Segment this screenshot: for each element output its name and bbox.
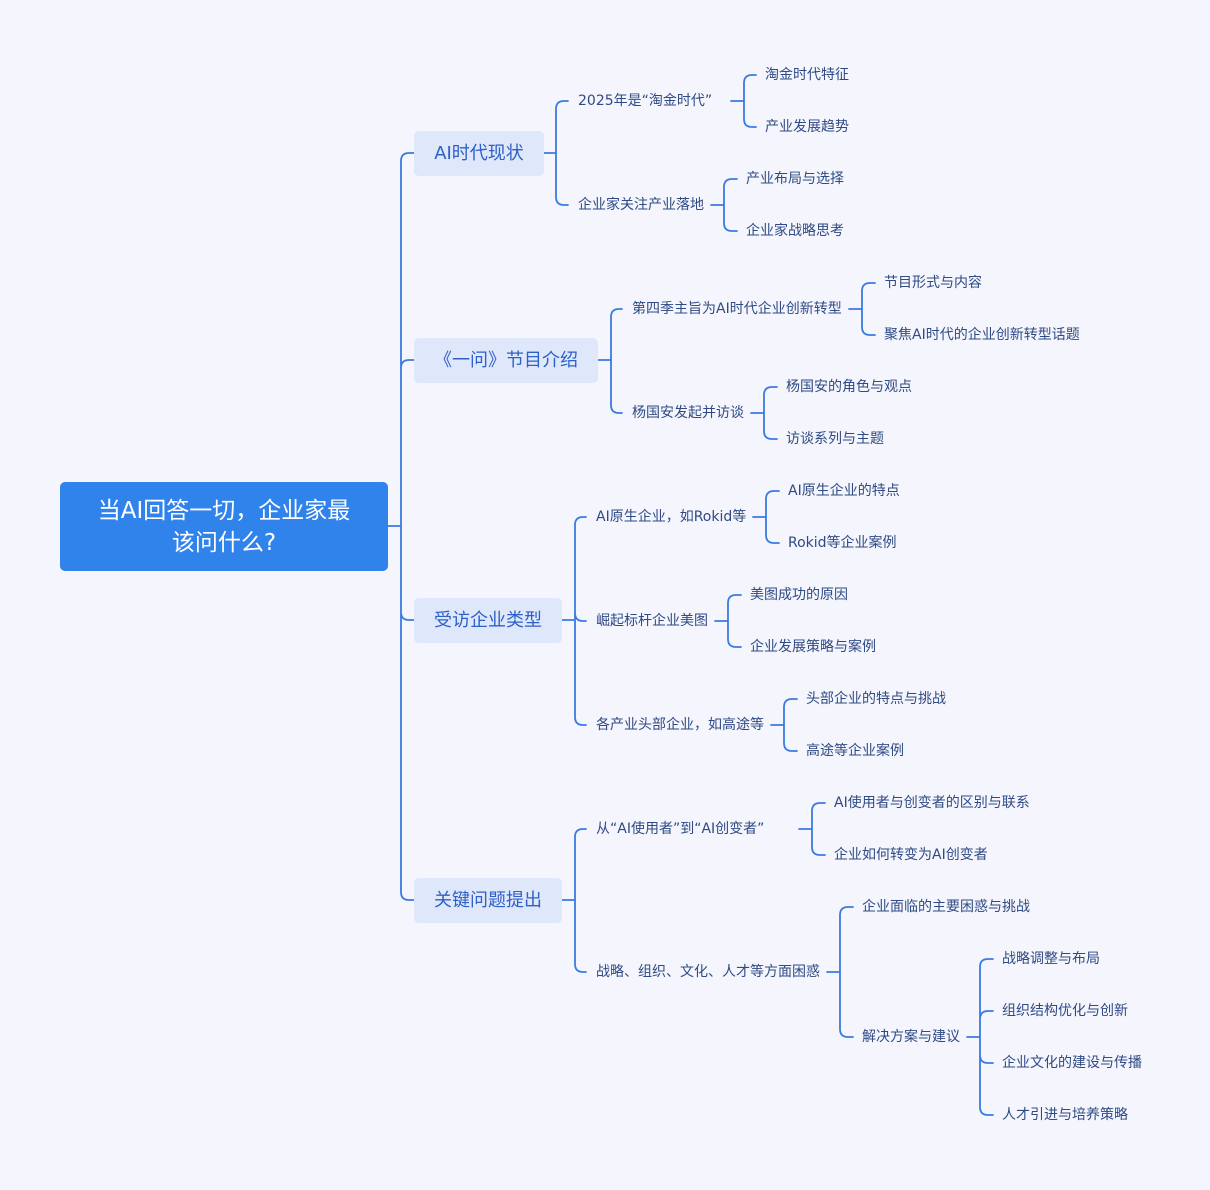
topic-strategy-thinking[interactable]: 企业家战略思考	[746, 223, 844, 239]
topic-innovation-focus[interactable]: 聚焦AI时代的企业创新转型话题	[884, 327, 1080, 343]
topic-main-challenges[interactable]: 企业面临的主要困惑与挑战	[862, 899, 1030, 915]
branch-key-questions[interactable]: 关键问题提出	[414, 878, 562, 923]
topic-industry-landing[interactable]: 企业家关注产业落地	[578, 197, 704, 213]
connector-3-1	[752, 490, 780, 544]
branch-program-intro[interactable]: 《一问》节目介绍	[414, 338, 598, 383]
connector-2-1	[848, 282, 876, 336]
topic-org-optimization[interactable]: 组织结构优化与创新	[1002, 1003, 1128, 1019]
topic-solutions[interactable]: 解决方案与建议	[862, 1029, 960, 1045]
connector-1-2	[710, 178, 738, 232]
topic-ai-native-features[interactable]: AI原生企业的特点	[788, 483, 900, 499]
connector-3-2	[714, 594, 742, 648]
connector-4-2-2	[966, 958, 994, 1116]
branch-company-types[interactable]: 受访企业类型	[414, 598, 562, 643]
topic-season-four-theme[interactable]: 第四季主旨为AI时代企业创新转型	[632, 301, 842, 317]
topic-user-to-innovator[interactable]: 从“AI使用者”到“AI创变者”	[596, 821, 765, 837]
connector-4-2	[826, 906, 854, 1038]
connector-3-3	[770, 698, 798, 752]
topic-how-to-transform[interactable]: 企业如何转变为AI创变者	[834, 847, 988, 863]
topic-meitu-strategy[interactable]: 企业发展策略与案例	[750, 639, 876, 655]
topic-meitu[interactable]: 崛起标杆企业美图	[596, 613, 708, 629]
topic-confusions[interactable]: 战略、组织、文化、人才等方面困惑	[596, 964, 820, 980]
connector-root	[387, 152, 415, 901]
topic-industry-leaders[interactable]: 各产业头部企业，如高途等	[596, 717, 764, 733]
topic-rokid-cases[interactable]: Rokid等企业案例	[788, 535, 897, 551]
connector-branch-2	[597, 308, 623, 414]
topic-meitu-success[interactable]: 美图成功的原因	[750, 587, 848, 603]
connector-branch-3	[561, 516, 587, 726]
topic-gold-rush-features[interactable]: 淘金时代特征	[765, 67, 849, 83]
topic-industry-trends[interactable]: 产业发展趋势	[765, 119, 849, 135]
topic-ai-native[interactable]: AI原生企业，如Rokid等	[596, 509, 747, 525]
topic-program-format[interactable]: 节目形式与内容	[884, 275, 982, 291]
topic-host-interviews[interactable]: 杨国安发起并访谈	[632, 405, 744, 421]
topic-gaotu-cases[interactable]: 高途等企业案例	[806, 743, 904, 759]
topic-user-innovator-difference[interactable]: AI使用者与创变者的区别与联系	[834, 795, 1030, 811]
topic-host-role[interactable]: 杨国安的角色与观点	[786, 379, 912, 395]
topic-culture-building[interactable]: 企业文化的建设与传播	[1002, 1055, 1142, 1071]
connector-4-1	[798, 802, 826, 856]
connector-branch-4	[561, 828, 587, 973]
topic-strategy-adjustment[interactable]: 战略调整与布局	[1002, 951, 1100, 967]
topic-talent-strategy[interactable]: 人才引进与培养策略	[1002, 1107, 1128, 1123]
branch-ai-era-status[interactable]: AI时代现状	[414, 131, 544, 176]
topic-industry-layout[interactable]: 产业布局与选择	[746, 171, 844, 187]
root-topic-line-1: 当AI回答一切，企业家最	[97, 497, 351, 524]
connector-branch-1	[543, 100, 569, 206]
topic-leader-challenges[interactable]: 头部企业的特点与挑战	[806, 691, 946, 707]
connector-1-1	[730, 74, 757, 128]
root-topic[interactable]: 当AI回答一切，企业家最 该问什么?	[60, 482, 388, 571]
root-topic-line-2: 该问什么?	[171, 529, 277, 556]
topic-gold-rush-era[interactable]: 2025年是“淘金时代”	[578, 93, 713, 109]
topic-interview-series[interactable]: 访谈系列与主题	[786, 431, 884, 447]
connector-2-2	[750, 386, 778, 440]
